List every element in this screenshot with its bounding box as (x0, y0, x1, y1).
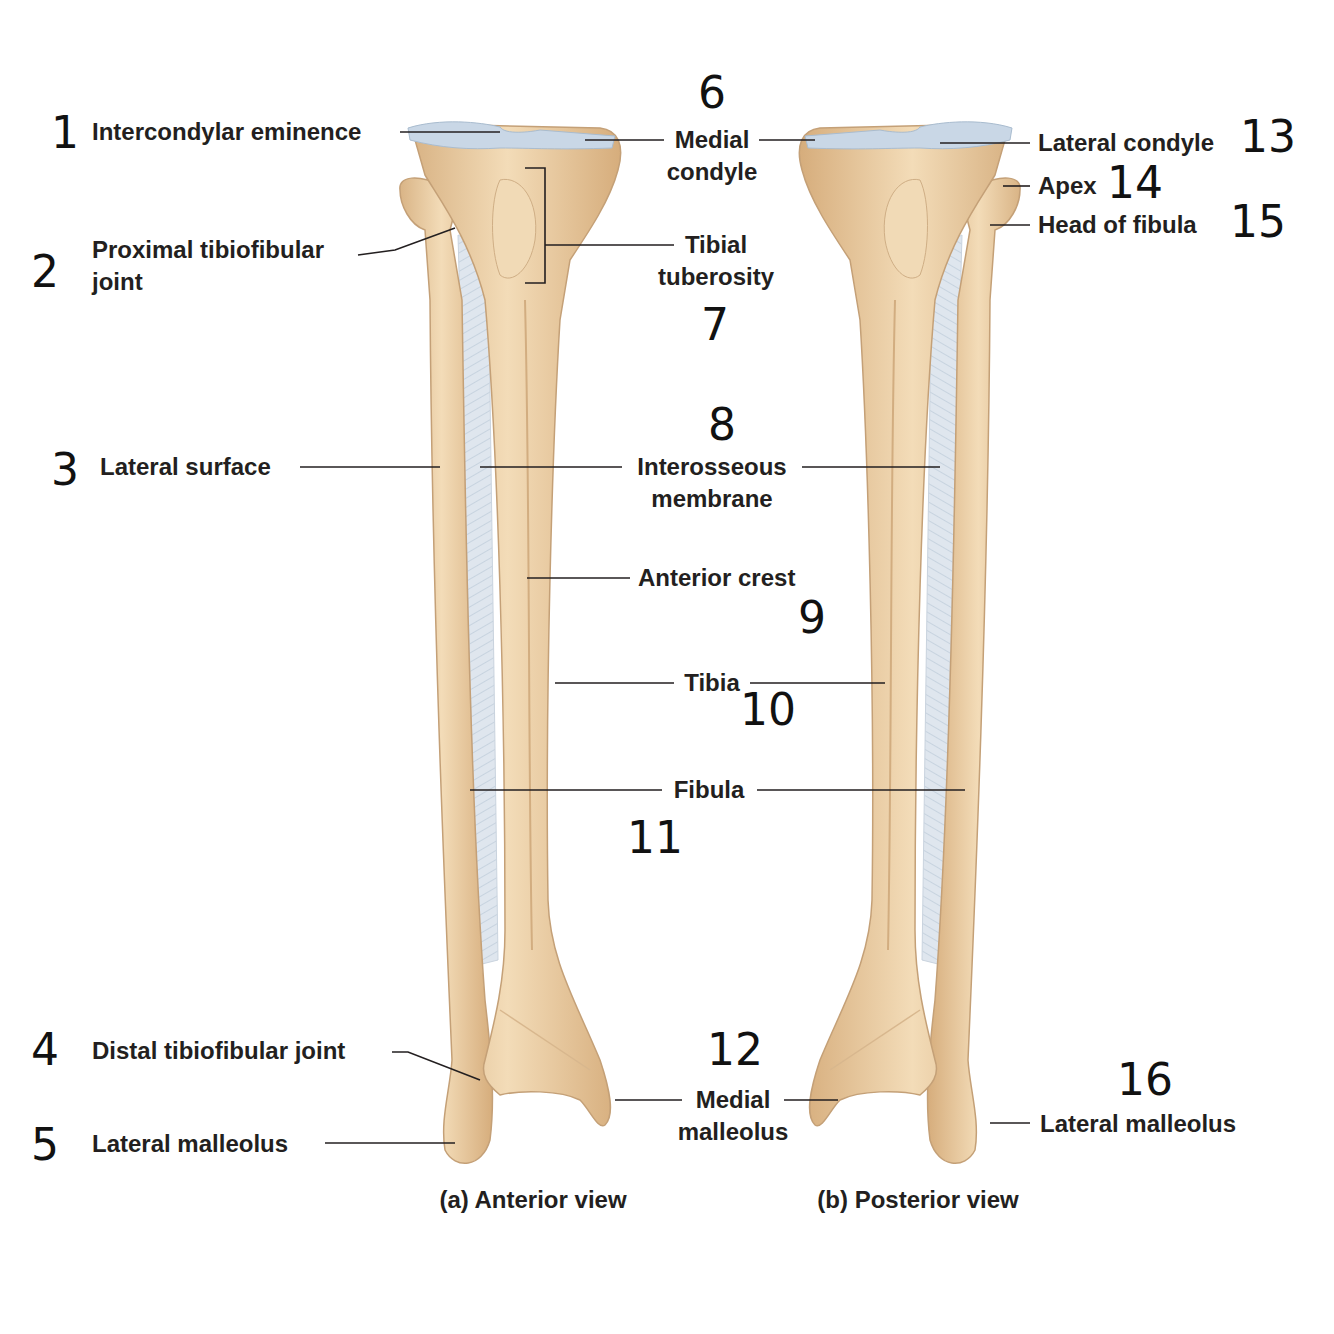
part-label: Lateral surface (100, 451, 300, 483)
part-label: Head of fibula (1038, 209, 1228, 241)
part-label: Apex (1038, 170, 1118, 202)
leader-line (400, 131, 500, 133)
leader-line (527, 577, 630, 579)
leader-line (990, 1122, 1030, 1124)
posterior-view-bones (799, 122, 1020, 1163)
callout-number: 4 (15, 1026, 75, 1074)
callout-number: 8 (692, 401, 752, 449)
part-label: Tibial tuberosity (641, 229, 791, 293)
leader-line (1003, 185, 1030, 187)
part-label: Medial condyle (647, 124, 777, 188)
view-caption: (a) Anterior view (403, 1184, 663, 1216)
callout-number: 11 (615, 814, 695, 862)
callout-number: 16 (1105, 1056, 1185, 1104)
view-caption: (b) Posterior view (783, 1184, 1053, 1216)
callout-number: 5 (15, 1121, 75, 1169)
part-label: Distal tibiofibular joint (92, 1035, 392, 1067)
callout-number: 2 (15, 248, 75, 296)
leader-lines (300, 132, 1030, 1143)
leader-line (940, 142, 1030, 144)
part-label: Medial malleolus (663, 1084, 803, 1148)
part-label: Lateral malleolus (92, 1128, 322, 1160)
callout-number: 15 (1223, 198, 1293, 246)
anterior-view-bones (400, 122, 621, 1163)
leader-line (358, 228, 455, 255)
part-label: Intercondylar eminence (92, 116, 412, 148)
part-label: Interosseous membrane (622, 451, 802, 515)
leader-line (392, 1052, 480, 1080)
callout-number: 6 (672, 69, 752, 117)
leader-line (325, 1142, 455, 1144)
part-label: Lateral condyle (1038, 127, 1238, 159)
callout-number: 13 (1233, 113, 1303, 161)
part-label: Fibula (654, 774, 764, 806)
callout-number: 14 (1100, 159, 1170, 207)
bracket (525, 168, 674, 283)
part-label: Lateral malleolus (1040, 1108, 1280, 1140)
part-label: Proximal tibiofibular joint (92, 234, 372, 298)
part-label: Anterior crest (638, 562, 828, 594)
callout-number: 3 (35, 446, 95, 494)
callout-number: 12 (695, 1026, 775, 1074)
leader-line (990, 224, 1030, 226)
callout-number: 10 (728, 686, 808, 734)
callout-number: 7 (685, 301, 745, 349)
leader-line (300, 466, 440, 468)
callout-number: 9 (782, 594, 842, 642)
